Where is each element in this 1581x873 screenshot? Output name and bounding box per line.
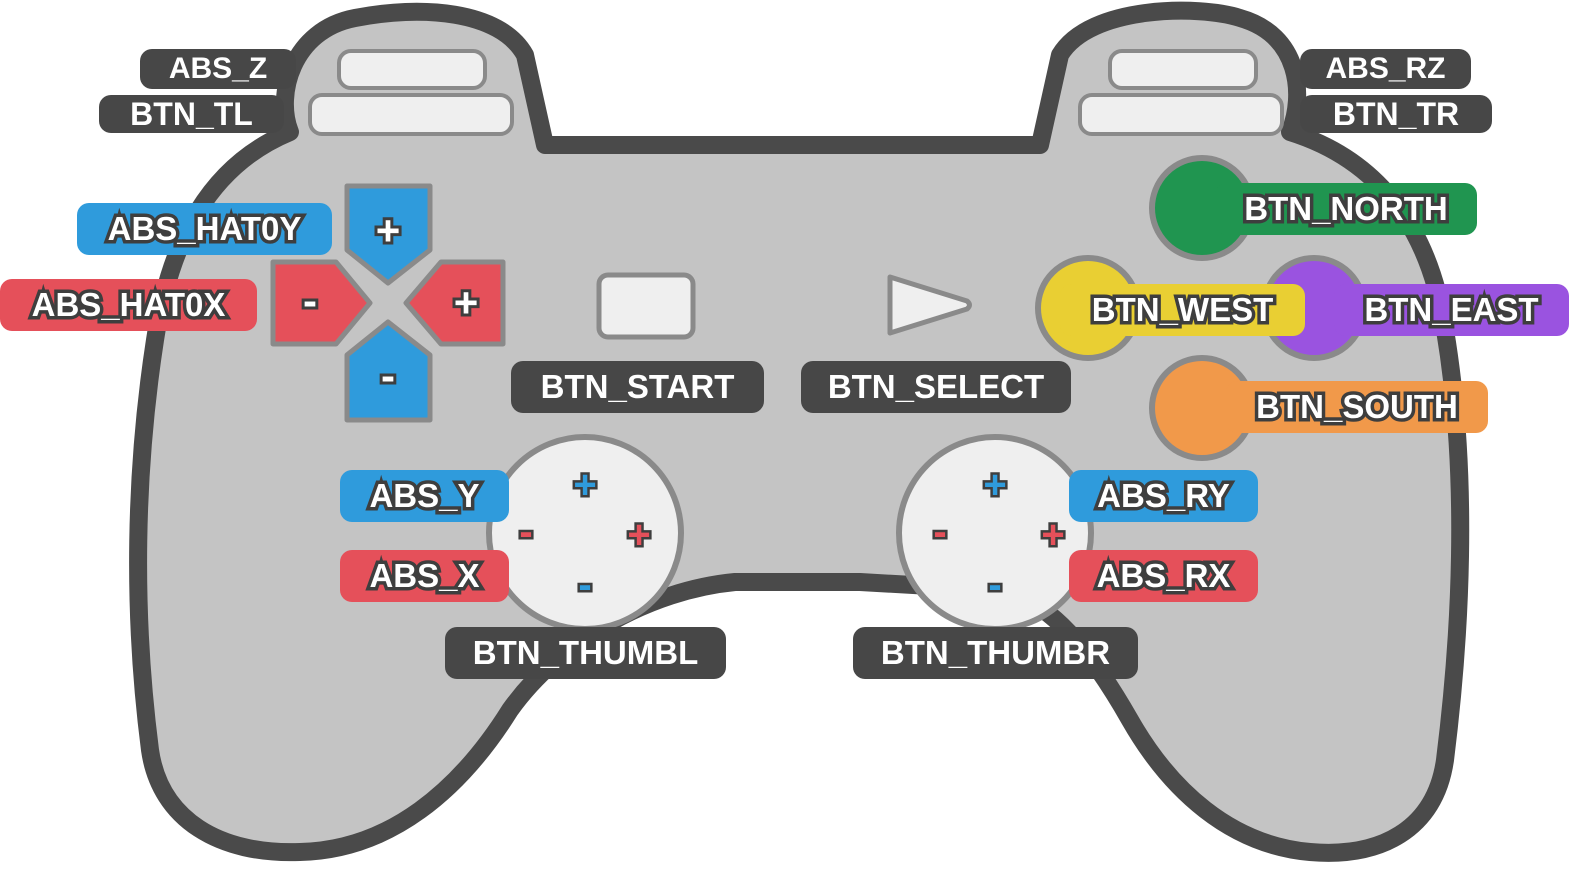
label-btn-thumbr: BTN_THUMBR bbox=[853, 627, 1138, 679]
label-btn-tr: BTN_TR bbox=[1300, 95, 1492, 133]
left-stick-left-sign: - bbox=[519, 510, 532, 554]
dpad-up-button bbox=[344, 183, 433, 286]
start-rectangle-icon bbox=[596, 272, 696, 340]
left-bumper-button bbox=[308, 93, 514, 136]
label-abs-ry: ABS_RY bbox=[1069, 470, 1258, 522]
label-abs-x: ABS_X bbox=[340, 550, 509, 602]
label-btn-select: BTN_SELECT bbox=[801, 361, 1071, 413]
label-abs-hat0y: ABS_HAT0Y bbox=[77, 203, 332, 255]
dpad-right-sign: + bbox=[454, 279, 479, 326]
label-abs-z: ABS_Z bbox=[140, 49, 296, 89]
right-stick-signs: + - - + bbox=[931, 461, 1067, 610]
label-btn-north: BTN_NORTH bbox=[1215, 183, 1477, 235]
select-triangle-icon bbox=[887, 274, 972, 336]
left-stick-down-sign: - bbox=[578, 563, 591, 607]
dpad-down-sign: - bbox=[381, 352, 395, 399]
dpad-up-sign: + bbox=[376, 207, 401, 254]
label-btn-south: BTN_SOUTH bbox=[1226, 381, 1488, 433]
label-btn-east: BTN_EAST bbox=[1334, 284, 1569, 336]
label-abs-hat0x: ABS_HAT0X bbox=[0, 279, 257, 331]
right-bumper-button bbox=[1078, 93, 1284, 136]
label-btn-tl: BTN_TL bbox=[99, 95, 284, 133]
dpad-left-sign: - bbox=[303, 277, 317, 324]
right-stick-down-sign: - bbox=[988, 563, 1001, 607]
dpad-cross-icon: + - - + bbox=[270, 183, 506, 423]
label-btn-start: BTN_START bbox=[511, 361, 764, 413]
right-stick-right-sign: + bbox=[1041, 513, 1064, 557]
dpad-right-button bbox=[403, 259, 506, 347]
label-btn-west: BTN_WEST bbox=[1060, 284, 1305, 336]
left-stick-signs: + - - + bbox=[517, 461, 653, 610]
right-stick-left-sign: - bbox=[933, 510, 946, 554]
right-stick-up-sign: + bbox=[983, 463, 1006, 507]
label-abs-y: ABS_Y bbox=[340, 470, 509, 522]
dpad-down-button bbox=[344, 319, 433, 423]
left-trigger-button bbox=[337, 49, 487, 90]
right-trigger-button bbox=[1108, 49, 1258, 90]
label-abs-rz: ABS_RZ bbox=[1300, 49, 1471, 89]
left-stick-right-sign: + bbox=[627, 513, 650, 557]
label-abs-rx: ABS_RX bbox=[1069, 550, 1258, 602]
label-btn-thumbl: BTN_THUMBL bbox=[445, 627, 726, 679]
dpad-left-button bbox=[270, 259, 373, 347]
left-stick-up-sign: + bbox=[573, 463, 596, 507]
